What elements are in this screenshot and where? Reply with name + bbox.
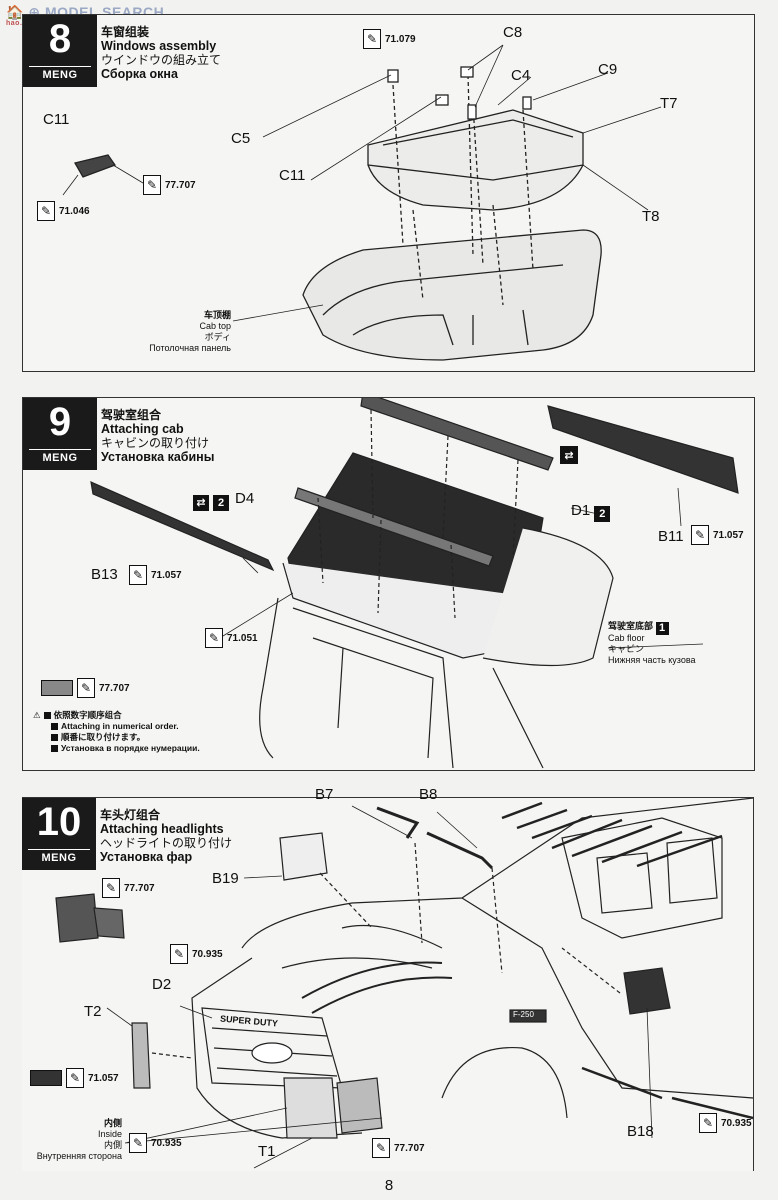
step-9-panel: 9 MENG 驾驶室组合 Attaching cab キャビンの取り付け Уст… (22, 397, 755, 771)
part-label-t1: T1 (258, 1143, 276, 1160)
part-label-b7: B7 (315, 786, 334, 803)
paint-code: ✎70.935 (699, 1113, 752, 1133)
brush-icon: ✎ (77, 678, 95, 698)
step-8-panel: 8 MENG 车窗组装 Windows assembly ウインドウの組み立て … (22, 14, 755, 372)
part-label-b11: B11 (658, 528, 684, 545)
page-number: 8 (384, 1177, 394, 1194)
brush-icon: ✎ (699, 1113, 717, 1133)
warning-note: ⚠依照数字顺序组合 Attaching in numerical order. … (33, 710, 200, 753)
part-label-b8: B8 (419, 786, 438, 803)
paint-code: ✎77.707 (143, 175, 196, 195)
paint-code: ✎71.057 (129, 565, 182, 585)
brush-icon: ✎ (205, 628, 223, 648)
flip-icon: ⇄ (193, 494, 209, 511)
brush-icon: ✎ (143, 175, 161, 195)
part-label-b18: B18 (627, 1123, 654, 1140)
part-label-c9: C9 (598, 61, 618, 78)
part-label-c11: C11 (279, 167, 306, 184)
part-label-b19: B19 (212, 870, 239, 887)
step-10-panel: 10 MENG 车头灯组合 Attaching headlights ヘッドライ… (22, 786, 754, 1171)
step-title: 驾驶室组合 Attaching cab キャビンの取り付け Установка … (101, 408, 215, 464)
paint-code: ✎70.935 (129, 1133, 182, 1153)
paint-code: ✎70.935 (170, 944, 223, 964)
step-title: 车窗组装 Windows assembly ウインドウの組み立て Сборка … (101, 25, 222, 81)
part-label-t7: T7 (660, 95, 678, 112)
color-swatch (30, 1070, 62, 1086)
headlights-diagram (55, 798, 753, 1169)
part-label-b13: B13 (91, 566, 118, 583)
paint-code: ✎71.057 (691, 525, 744, 545)
paint-code: ✎71.051 (205, 628, 258, 648)
part-label-t2: T2 (84, 1003, 102, 1020)
brush-icon: ✎ (691, 525, 709, 545)
windows-assembly-diagram (62, 44, 662, 361)
brush-icon: ✎ (66, 1068, 84, 1088)
brush-icon: ✎ (102, 878, 120, 898)
part-label-d2: D2 (152, 976, 172, 993)
brush-icon: ✎ (372, 1138, 390, 1158)
color-swatch (41, 680, 73, 696)
part-label-d1: D1 2 (571, 502, 611, 522)
inside-note: 内侧 Inside 内側 Внутренняя сторона (36, 1118, 122, 1161)
brush-icon: ✎ (129, 565, 147, 585)
brush-icon: ✎ (129, 1133, 147, 1153)
warning-icon: ⚠ (33, 710, 41, 720)
paint-code: ✎71.057 (30, 1068, 119, 1088)
step-number-badge: 10 MENG (22, 798, 96, 870)
part-label-c8: C8 (503, 24, 523, 41)
brush-icon: ✎ (363, 29, 381, 49)
part-note-cab-top: 车顶棚 Cab top ボディ Потолочная панель (149, 310, 231, 353)
part-note-cab-floor: 驾驶室底部 1 Cab floor キャビン Нижняя часть кузо… (608, 621, 696, 665)
paint-code: ✎77.707 (102, 878, 155, 898)
brush-icon: ✎ (170, 944, 188, 964)
step-number-badge: 8 MENG (23, 15, 97, 87)
part-label-t8: T8 (642, 208, 660, 225)
paint-code: ✎71.046 (37, 201, 90, 221)
brush-icon: ✎ (37, 201, 55, 221)
step-title: 车头灯组合 Attaching headlights ヘッドライトの取り付け У… (100, 808, 233, 864)
paint-code: ✎77.707 (41, 678, 130, 698)
paint-code: ✎77.707 (372, 1138, 425, 1158)
part-label-c4: C4 (511, 67, 531, 84)
attaching-cab-diagram (90, 398, 739, 769)
paint-code: ✎71.079 (363, 29, 416, 49)
part-label-c5: C5 (231, 130, 251, 147)
fender-badge: F-250 (513, 1010, 534, 1019)
step-number-badge: 9 MENG (23, 398, 97, 470)
flip-icon: ⇄ (560, 446, 578, 464)
part-label-c11-mirror: C11 (43, 111, 70, 128)
